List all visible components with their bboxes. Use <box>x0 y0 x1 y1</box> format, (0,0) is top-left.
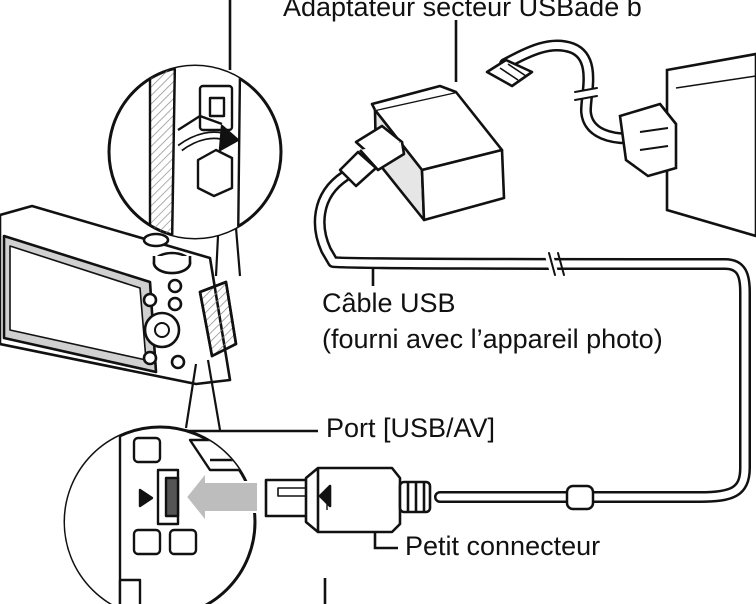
mini-usb-connector <box>264 466 432 534</box>
top-zoom-callout <box>107 64 283 277</box>
usb-ac-adapter <box>338 58 534 222</box>
wall-outlet <box>618 52 756 238</box>
adapter-power-cord <box>499 39 642 145</box>
digital-camera <box>0 204 238 386</box>
usb-cable-note: (fourni avec l’appareil photo) <box>322 324 663 354</box>
insertion-arrow <box>184 469 259 525</box>
usb-cable-label: Câble USB <box>322 288 456 318</box>
bottom-zoom-callout <box>63 359 259 604</box>
usb-cable <box>313 170 751 511</box>
adapter-label: Adaptateur secteur USBadé b <box>283 0 642 22</box>
port-label: Port [USB/AV] <box>326 413 496 443</box>
small-connector-label: Petit connecteur <box>405 531 601 561</box>
